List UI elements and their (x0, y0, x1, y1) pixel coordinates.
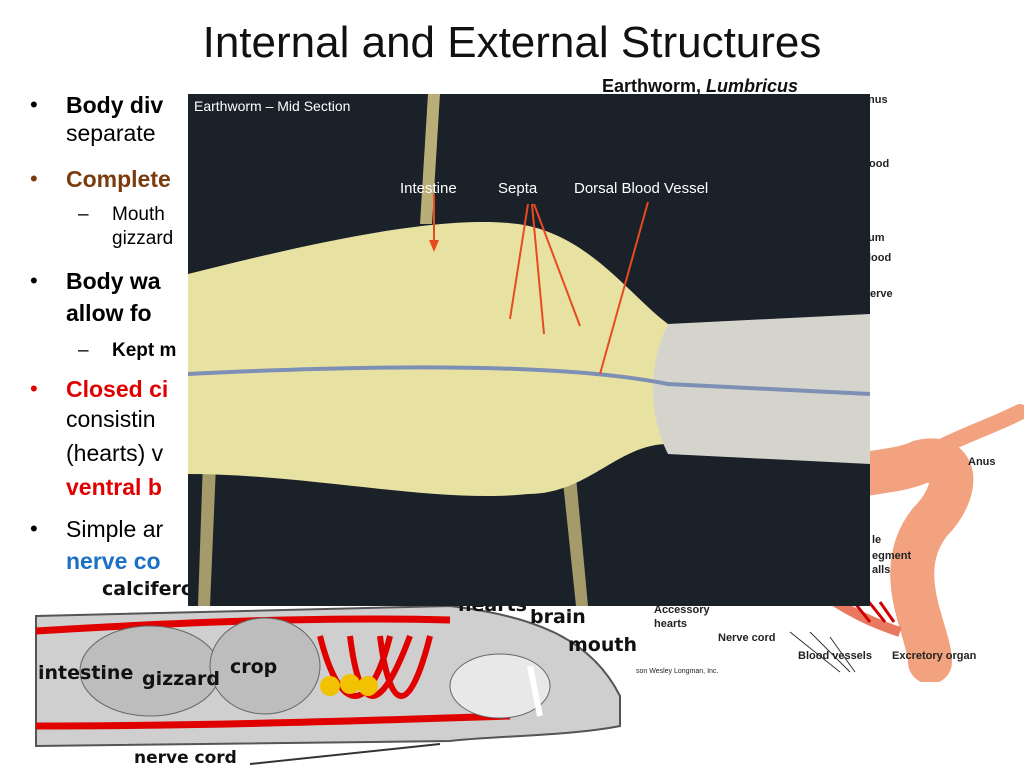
tb-label-erve: erve (870, 288, 893, 300)
earthworm-dissection-illustration (188, 94, 870, 606)
bullet-4-line-4: ventral b (66, 474, 162, 500)
bullet-2-sub-line-1: Mouth (112, 204, 165, 225)
bullet-dot: • (30, 268, 38, 293)
bullet-2-line-1: Complete (66, 166, 171, 192)
tb-label-excretory-organ: Excretory organ (892, 650, 977, 662)
worm-anatomy-diagram: calcifero hearts brain mouth intestine g… (30, 576, 640, 768)
bullet-dot: • (30, 92, 38, 117)
tb-label-le: le (872, 534, 882, 546)
photo-caption: Earthworm – Mid Section (194, 98, 351, 114)
tb-copyright: son Wesley Longman, Inc. (636, 668, 719, 675)
bullet-4-line-2: consistin (66, 406, 156, 432)
dg-label-gizzard: gizzard (142, 668, 221, 690)
tb-label-lood-2: lood (868, 252, 892, 264)
bullet-dot: • (30, 166, 38, 191)
dg-label-crop: crop (230, 656, 278, 678)
bullet-4-line-1: Closed ci (66, 376, 169, 402)
photo-label-intestine: Intestine (400, 180, 457, 197)
tb-label-alls: alls (872, 564, 891, 576)
tb-label-nerve-cord: Nerve cord (718, 632, 776, 644)
tb-label-nus: nus (868, 94, 888, 106)
bullet-dot: • (30, 376, 38, 401)
tb-label-um: um (868, 232, 885, 244)
bullet-3-sub-line-1: Kept m (112, 340, 177, 361)
textbook-title: Earthworm, Lumbricus (602, 76, 799, 96)
bullet-dot: • (30, 516, 38, 541)
tb-label-accessory: Accessory (654, 604, 710, 616)
bullet-3-line-1: Body wa (66, 268, 161, 294)
bullet-4-line-3: (hearts) v (66, 440, 164, 466)
tb-label-blood-vessels: Blood vessels (798, 650, 872, 662)
dg-label-nerve-cord: nerve cord (134, 748, 237, 768)
bullet-2-sub-line-2: gizzard (112, 228, 174, 249)
bullet-1-line-1: Body div (66, 92, 164, 118)
photo-label-septa: Septa (498, 180, 538, 197)
earthworm-photo: Earthworm – Mid Section Intestine Septa … (188, 94, 870, 606)
tb-label-egment: egment (872, 550, 912, 562)
bullet-5-line-2: nerve co (66, 548, 161, 574)
dg-label-intestine: intestine (38, 662, 134, 684)
photo-label-dorsal-blood-vessel: Dorsal Blood Vessel (574, 180, 709, 197)
bullet-3-line-2: allow fo (66, 300, 152, 326)
tb-label-anus: Anus (968, 456, 996, 468)
bullet-1-line-2: separate (66, 120, 156, 146)
bullet-5-line-1: Simple ar (66, 516, 164, 542)
dg-label-brain: brain (530, 606, 586, 628)
dg-label-calciferous: calcifero (102, 578, 194, 600)
sub-dash: – (78, 340, 89, 361)
worm-body-illustration (35, 604, 621, 765)
tb-label-lood: lood (866, 158, 890, 170)
slide-title: Internal and External Structures (202, 18, 822, 67)
tb-label-hearts: hearts (654, 618, 688, 630)
dg-label-mouth: mouth (568, 634, 637, 656)
sub-dash: – (78, 204, 89, 225)
